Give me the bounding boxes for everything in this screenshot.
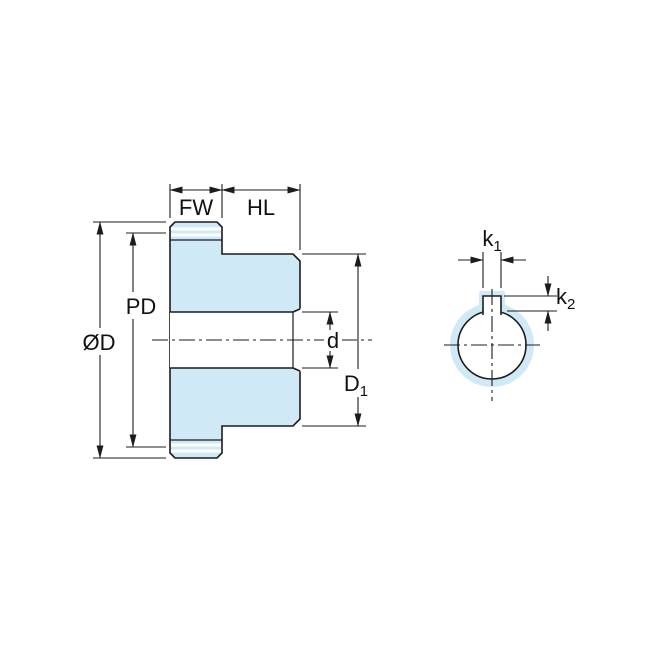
label-backdrop bbox=[341, 369, 374, 397]
bore-chamfer-line-top bbox=[292, 308, 301, 313]
dim-k1: k1 bbox=[458, 226, 526, 288]
label-backdrop bbox=[121, 292, 161, 319]
label-pitch-diameter: PD bbox=[126, 294, 157, 319]
dim-d: d bbox=[302, 311, 342, 369]
label-hub-diameter: D1 bbox=[344, 371, 368, 400]
side-view: FW HL ØD PD d bbox=[80, 184, 374, 459]
label-face-width: FW bbox=[179, 195, 213, 220]
tooth-stripe-top-2 bbox=[171, 233, 221, 237]
bore-chamfer-line-bottom bbox=[292, 367, 301, 372]
dim-fw-hl: FW HL bbox=[169, 184, 301, 250]
tooth-stripe-bottom-1 bbox=[171, 449, 221, 453]
label-bore-diameter: d bbox=[327, 328, 339, 353]
label-keyway-width: k1 bbox=[482, 226, 501, 255]
label-keyway-depth: k2 bbox=[556, 284, 575, 313]
dim-pd: PD bbox=[121, 232, 166, 448]
label-outside-diameter: ØD bbox=[83, 330, 116, 355]
dim-d1: D1 bbox=[302, 253, 374, 427]
end-view: k1 k2 bbox=[444, 226, 575, 401]
dim-k2: k2 bbox=[504, 276, 575, 331]
dim-od: ØD bbox=[80, 221, 166, 459]
label-backdrop bbox=[324, 330, 342, 351]
label-hub-length: HL bbox=[247, 195, 275, 220]
tooth-stripe-bottom-2 bbox=[171, 443, 221, 447]
label-backdrop bbox=[80, 328, 119, 355]
tooth-stripe-top-1 bbox=[171, 227, 221, 231]
